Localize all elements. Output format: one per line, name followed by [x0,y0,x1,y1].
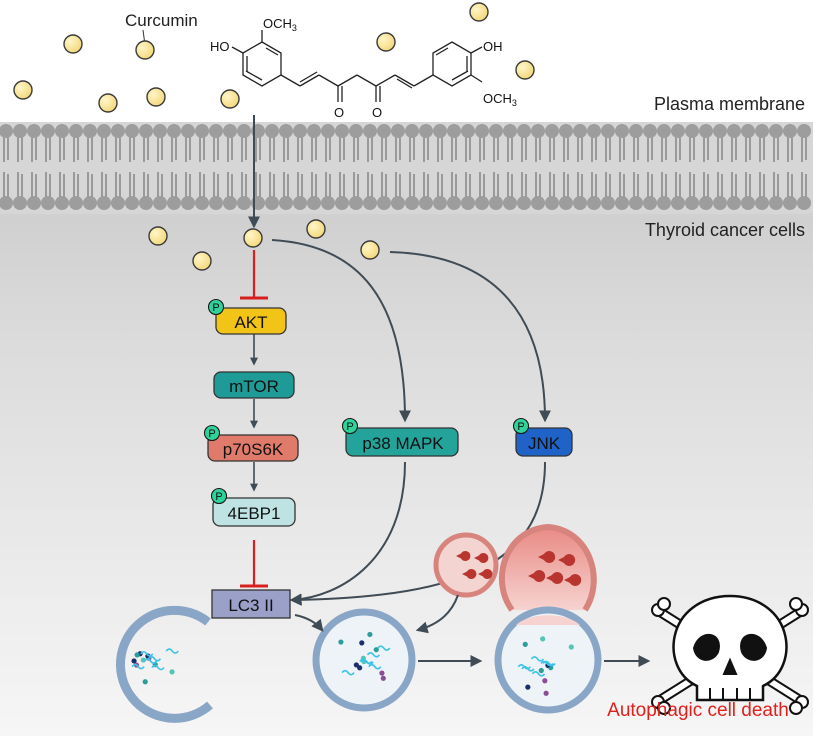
curcumin-molecule [243,228,263,248]
curcumin-molecule [220,89,240,109]
phospho-badge-icon: P [207,298,225,316]
jnk-box: JNK [515,427,573,457]
skull-crossbones-icon [651,594,809,715]
oh-right-text: OH [483,39,503,54]
carbonyl-o2: O [372,105,382,120]
svg-text:p70S6K: p70S6K [223,440,284,459]
svg-text:P: P [215,491,222,503]
svg-text:P: P [208,428,215,440]
ho-left-text: HO [210,39,230,54]
p70s6k-box: p70S6K [207,434,299,462]
lc3-to-autophagosome-arrow [294,614,324,632]
svg-text:LC3 II: LC3 II [228,596,273,615]
svg-text:P: P [517,421,524,433]
phospho-badge-icon: P [210,487,228,505]
autophagy-cargo [131,631,574,696]
autophagic-cell-death-label: Autophagic cell death [607,700,789,721]
curcumin-molecule [515,60,535,80]
plasma-membrane-label: Plasma membrane [654,94,805,114]
phospho-badges: P P P P P [203,298,530,505]
phospho-badge-icon: P [341,417,359,435]
svg-text:P: P [346,421,353,433]
lysosome [433,532,499,598]
och3-right-text: OCH3 [483,91,517,108]
curcumin-label: Curcumin [125,11,198,30]
curcumin-molecule [360,240,380,260]
curcumin-molecule [192,251,212,271]
curcumin-molecule [376,32,396,52]
svg-text:JNK: JNK [528,434,561,453]
phospho-badge-icon: P [203,424,221,442]
mtor-box: mTOR [213,371,295,399]
plasma-membrane-bilayer [0,122,813,214]
lysosome-to-autophagosome-arrow [415,594,459,634]
curcumin-molecule [306,219,326,239]
carbonyl-o1: O [334,105,344,120]
curcumin-molecule [146,87,166,107]
svg-text:P: P [212,302,219,314]
to-jnk-arrow [389,251,551,423]
autolysosome [494,523,602,714]
och3-top-text: OCH3 [263,16,297,33]
phagophore [115,605,213,723]
lysosome-enzymes [456,551,582,587]
4ebp1-box: 4EBP1 [212,497,296,527]
akt-box: AKT [215,307,287,335]
svg-text:4EBP1: 4EBP1 [228,504,281,523]
thyroid-cells-label: Thyroid cancer cells [645,220,805,240]
lc3-ii-box: LC3 II [211,589,291,619]
curcumin-molecule [98,93,118,113]
curcumin-structure [231,30,483,102]
curcumin-molecule [63,34,83,54]
p38-to-lc3-arrow [289,461,406,606]
curcumin-molecule [135,40,155,60]
p38-mapk-box: p38 MAPK [345,427,459,457]
phospho-badge-icon: P [512,417,530,435]
curcumin-molecules [13,2,535,271]
curcumin-molecule [148,226,168,246]
to-p38-arrow [271,239,411,423]
curcumin-molecule [469,2,489,22]
svg-text:p38 MAPK: p38 MAPK [362,434,444,453]
svg-text:mTOR: mTOR [229,377,279,396]
curcumin-molecule [13,80,33,100]
svg-text:AKT: AKT [234,313,267,332]
